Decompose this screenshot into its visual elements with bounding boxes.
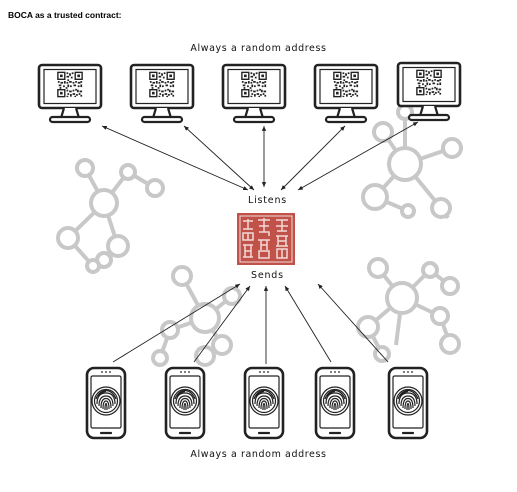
phone-fingerprint-icon (314, 366, 356, 440)
phone-fingerprint-icon (387, 366, 429, 440)
listens-label: Listens (248, 195, 288, 206)
phone-fingerprint-icon (243, 366, 285, 440)
page-title: BOCA as a trusted contract: (8, 10, 122, 20)
phone-fingerprint-icon (164, 366, 206, 440)
network-graph-icon (356, 257, 461, 363)
bottom-caption: Always a random address (190, 449, 327, 460)
sends-label: Sends (251, 270, 284, 281)
monitor-qr-icon (131, 65, 193, 122)
network-graph-icon (151, 265, 242, 367)
red-seal-stamp (237, 213, 295, 265)
monitor-qr-icon (223, 65, 285, 122)
network-graph-icon (56, 158, 165, 274)
monitor-qr-icon (315, 65, 377, 122)
monitor-qr-icon (39, 65, 101, 122)
send-arrows (112, 283, 389, 364)
listen-arrows (101, 121, 419, 191)
network-graph-icon (361, 103, 463, 220)
phone-fingerprint-icon (85, 366, 127, 440)
top-caption: Always a random address (190, 43, 327, 54)
phone-row (85, 366, 429, 440)
